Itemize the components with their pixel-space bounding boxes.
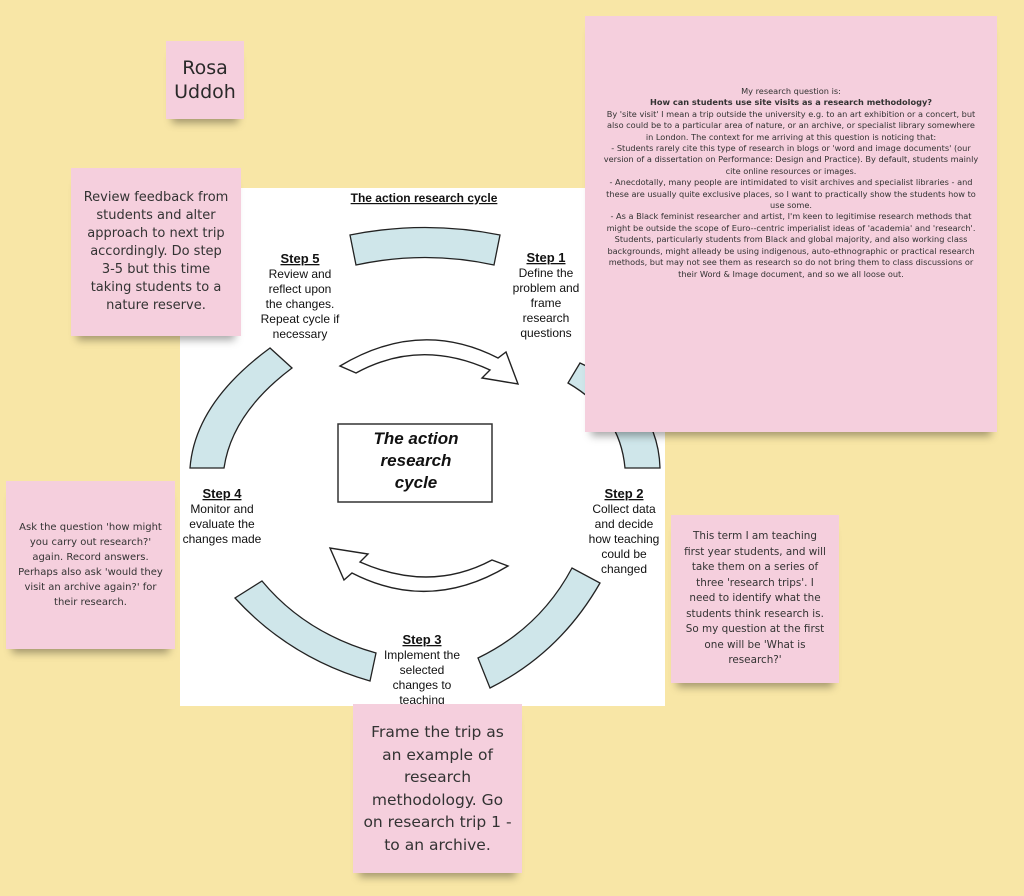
center-title-line-2: research bbox=[381, 451, 452, 470]
step-2-title: Step 2 bbox=[604, 486, 643, 501]
cycle-segment-left bbox=[189, 347, 294, 469]
step-5-line: the changes. bbox=[266, 297, 335, 311]
center-title-line-1: The action bbox=[373, 429, 458, 448]
cycle-segment-bottom-right bbox=[477, 567, 601, 689]
step-1-line: problem and bbox=[513, 281, 580, 295]
step-4-line: changes made bbox=[183, 532, 262, 546]
step-5-line: necessary bbox=[273, 327, 328, 341]
cycle-segment-bottom-left bbox=[233, 580, 377, 682]
step-2-line: changed bbox=[601, 562, 647, 576]
center-box bbox=[337, 423, 493, 503]
step-3-title: Step 3 bbox=[402, 632, 441, 647]
step-5-line: reflect upon bbox=[269, 282, 332, 296]
review-feedback-text: Review feedback from students and alter … bbox=[83, 190, 229, 313]
research-definition: By 'site visit' I mean a trip outside th… bbox=[606, 108, 976, 142]
step-5-title: Step 5 bbox=[280, 251, 319, 266]
this-term-note[interactable]: This term I am teaching first year stude… bbox=[671, 515, 839, 683]
step-3-line: teaching bbox=[399, 693, 444, 706]
research-point-3: - As a Black feminist researcher and art… bbox=[606, 211, 976, 279]
diagram-title: The action research cycle bbox=[351, 191, 498, 205]
this-term-text: This term I am teaching first year stude… bbox=[684, 530, 826, 667]
research-question: How can students use site visits as a re… bbox=[649, 97, 933, 108]
step-1-line: Define the bbox=[519, 266, 574, 280]
action-research-cycle-diagram[interactable]: The action research cycle The action res… bbox=[180, 188, 665, 706]
center-title-line-3: cycle bbox=[395, 473, 438, 492]
step-3-line: Implement the bbox=[384, 648, 460, 662]
step-1-title: Step 1 bbox=[526, 250, 565, 265]
author-name: Rosa Uddoh bbox=[174, 57, 236, 103]
review-feedback-note[interactable]: Review feedback from students and alter … bbox=[71, 168, 241, 336]
ask-question-note[interactable]: Ask the question 'how might you carry ou… bbox=[6, 481, 175, 649]
step-2-line: could be bbox=[601, 547, 647, 561]
frame-trip-text: Frame the trip as an example of research… bbox=[363, 723, 512, 854]
research-point-1: - Students rarely cite this type of rese… bbox=[603, 143, 979, 176]
cycle-segment-top bbox=[349, 226, 501, 266]
step-2-line: how teaching bbox=[589, 532, 660, 546]
step-1-line: frame bbox=[531, 296, 562, 310]
step-4-title: Step 4 bbox=[202, 486, 242, 501]
step-5-line: Review and bbox=[269, 267, 332, 281]
step-3-line: selected bbox=[400, 663, 445, 677]
research-intro: My research question is: bbox=[741, 86, 841, 96]
research-point-2: - Anecdotally, many people are intimidat… bbox=[606, 177, 976, 211]
cycle-arrow-top bbox=[338, 339, 520, 385]
ask-question-text: Ask the question 'how might you carry ou… bbox=[18, 522, 163, 608]
step-4-line: Monitor and bbox=[190, 502, 253, 516]
frame-trip-note[interactable]: Frame the trip as an example of research… bbox=[353, 704, 522, 873]
cycle-arrow-bottom bbox=[328, 547, 510, 593]
step-2-line: Collect data bbox=[592, 502, 656, 516]
name-sticky-note[interactable]: Rosa Uddoh bbox=[166, 41, 244, 119]
step-1-line: research bbox=[523, 311, 570, 325]
step-1-line: questions bbox=[520, 326, 571, 340]
step-4-line: evaluate the bbox=[189, 517, 255, 531]
step-3-line: changes to bbox=[393, 678, 452, 692]
step-5-line: Repeat cycle if bbox=[261, 312, 340, 326]
research-question-note[interactable]: My research question is: How can student… bbox=[585, 16, 997, 432]
step-2-line: and decide bbox=[595, 517, 654, 531]
